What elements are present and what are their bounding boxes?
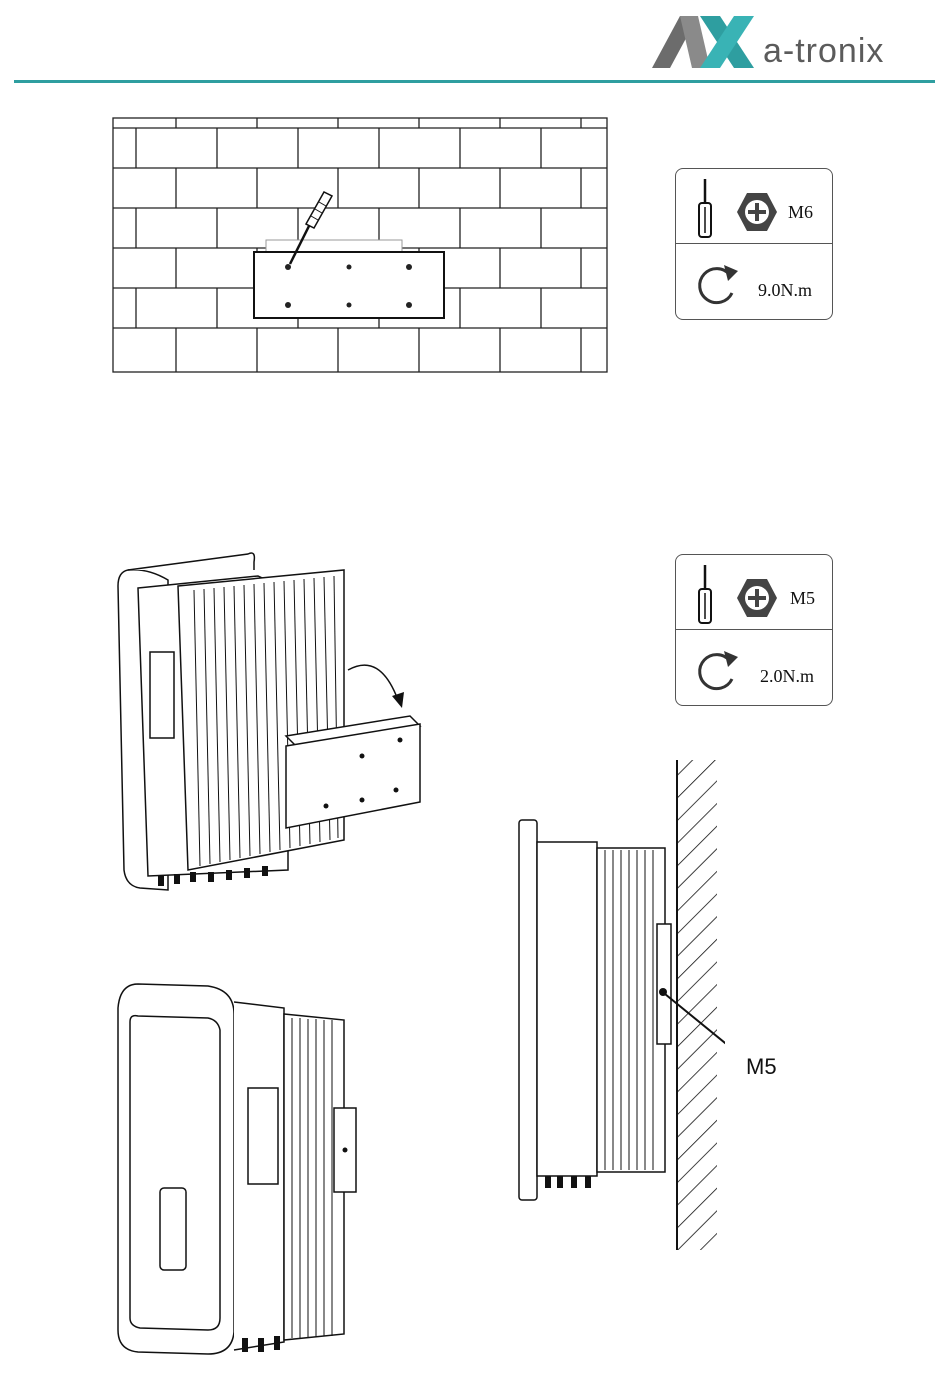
brand-name: a-tronix: [763, 34, 884, 68]
inverter-side-view-illustration: [515, 756, 725, 1256]
m5-callout-label: M5: [746, 1056, 777, 1078]
inverter-mounting-illustration: [108, 540, 428, 900]
screw-size-label: M6: [788, 203, 813, 221]
rotate-clockwise-icon: [694, 647, 740, 693]
spec-card-m6: M6 9.0N.m: [675, 168, 833, 320]
screwdriver-icon: [696, 177, 714, 239]
ax-logo-icon: [650, 12, 760, 72]
header-divider: [14, 80, 935, 83]
spec-card-m5: M5 2.0N.m: [675, 554, 833, 706]
brick-wall-bracket-illustration: [112, 116, 610, 374]
hex-screw-head-icon: [736, 191, 778, 233]
rotate-clockwise-icon: [694, 261, 740, 307]
hex-screw-head-icon: [736, 577, 778, 619]
screw-size-label: M5: [790, 589, 815, 607]
torque-label: 2.0N.m: [760, 667, 814, 685]
torque-label: 9.0N.m: [758, 281, 812, 299]
screwdriver-icon: [696, 563, 714, 625]
mounted-inverter-illustration: [108, 978, 368, 1362]
